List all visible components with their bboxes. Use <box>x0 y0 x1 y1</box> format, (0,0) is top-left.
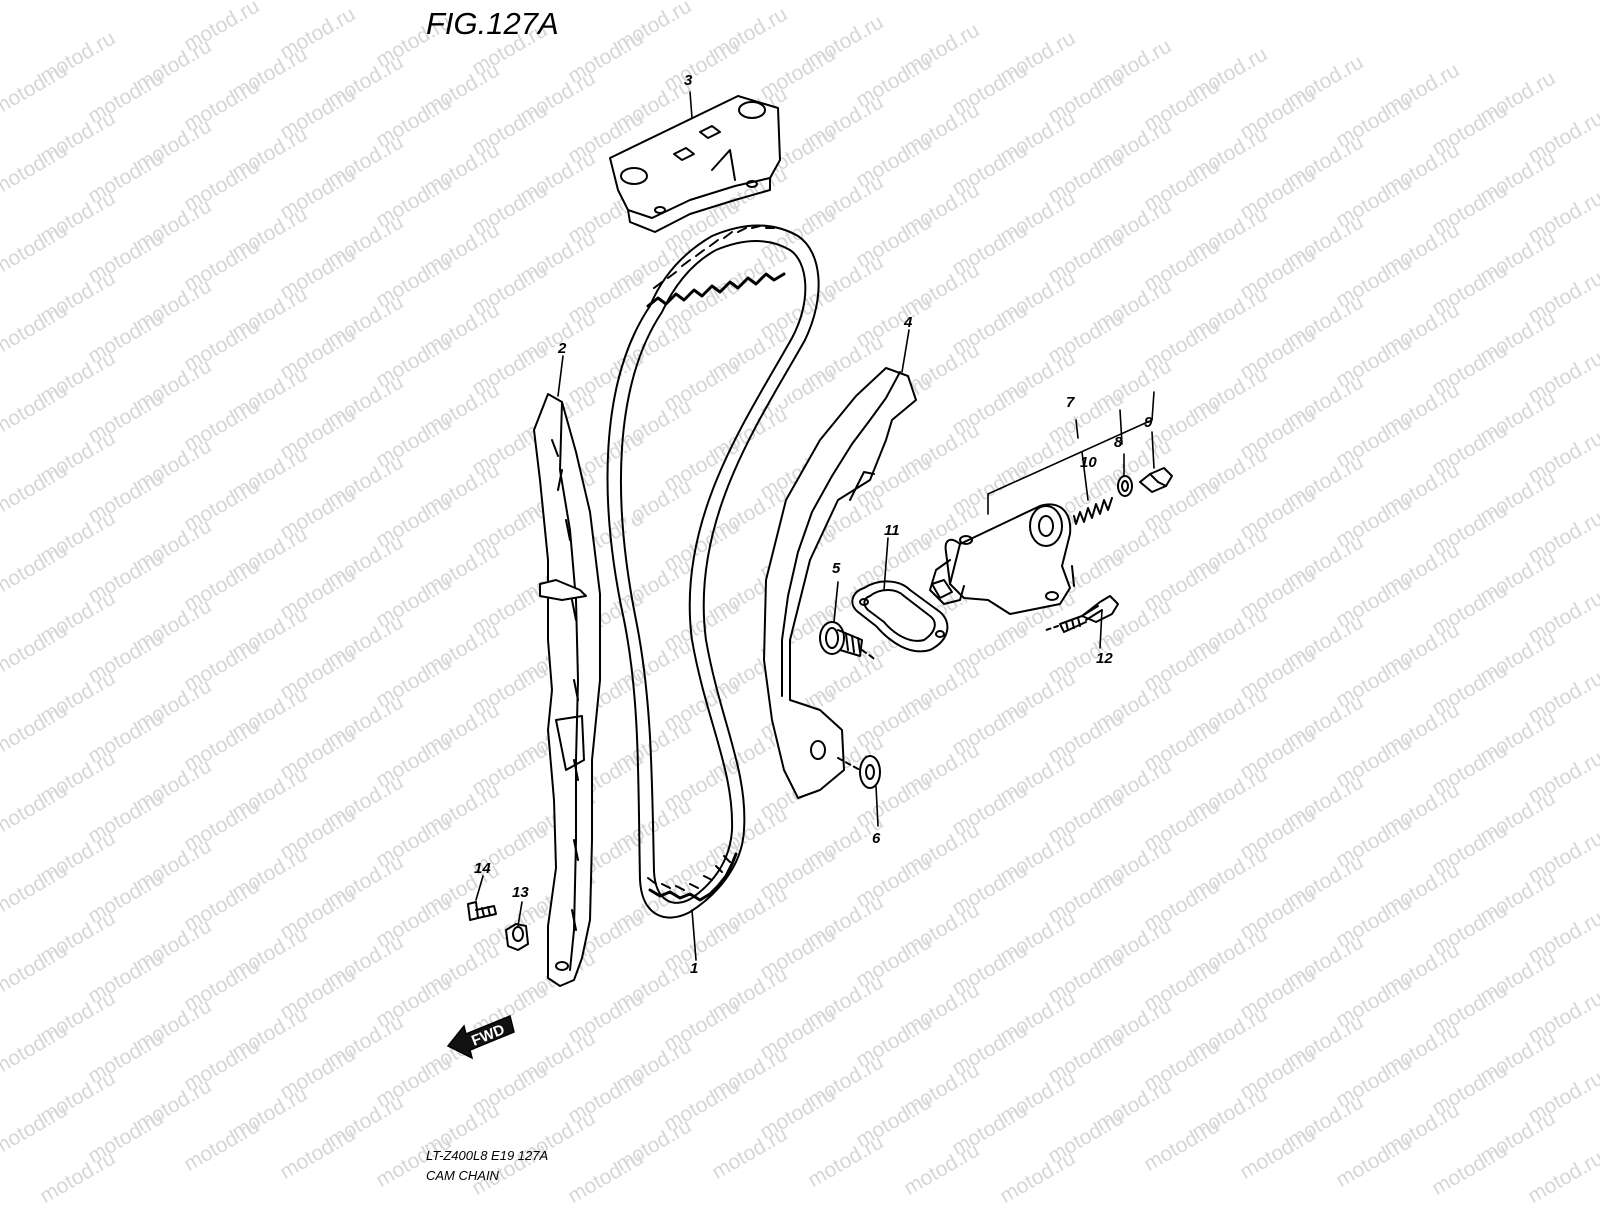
tensioner-spring <box>1073 497 1113 525</box>
guide-bolt <box>819 621 877 661</box>
washer-6 <box>837 755 881 789</box>
callout-2: 2 <box>558 340 567 357</box>
caption-part-name: CAM CHAIN <box>426 1168 499 1183</box>
callout-9: 9 <box>1144 414 1153 431</box>
tensioner-guide-right <box>763 367 917 799</box>
tensioner-cap-bolt <box>1139 467 1173 493</box>
tensioner-bolt <box>1045 595 1119 633</box>
callout-10: 10 <box>1080 454 1097 471</box>
chain-guide-left <box>533 393 601 987</box>
tensioner-gasket <box>851 580 949 653</box>
caption-model-code: LT-Z400L8 E19 127A <box>426 1148 549 1163</box>
callout-6: 6 <box>872 830 881 847</box>
callout-5: 5 <box>832 560 841 577</box>
callout-13: 13 <box>512 884 529 901</box>
callout-8: 8 <box>1114 434 1123 451</box>
chain-guide-top-plate <box>609 95 781 233</box>
guide-screw <box>467 901 497 921</box>
callout-14: 14 <box>474 860 491 877</box>
cam-chain <box>606 224 820 919</box>
callout-11: 11 <box>884 522 900 539</box>
chain-tensioner-body <box>929 503 1075 615</box>
fwd-label: FWD <box>469 1021 507 1050</box>
callout-7: 7 <box>1066 394 1075 411</box>
washer-8 <box>1117 475 1133 497</box>
guide-collar <box>505 923 529 951</box>
figure-title: FIG.127A <box>426 6 559 41</box>
leader-lines <box>475 91 1155 961</box>
callout-3: 3 <box>684 72 693 89</box>
callout-1: 1 <box>690 960 699 977</box>
callout-12: 12 <box>1096 650 1113 667</box>
fwd-arrow: FWD <box>446 1014 515 1060</box>
callout-4: 4 <box>904 314 913 331</box>
